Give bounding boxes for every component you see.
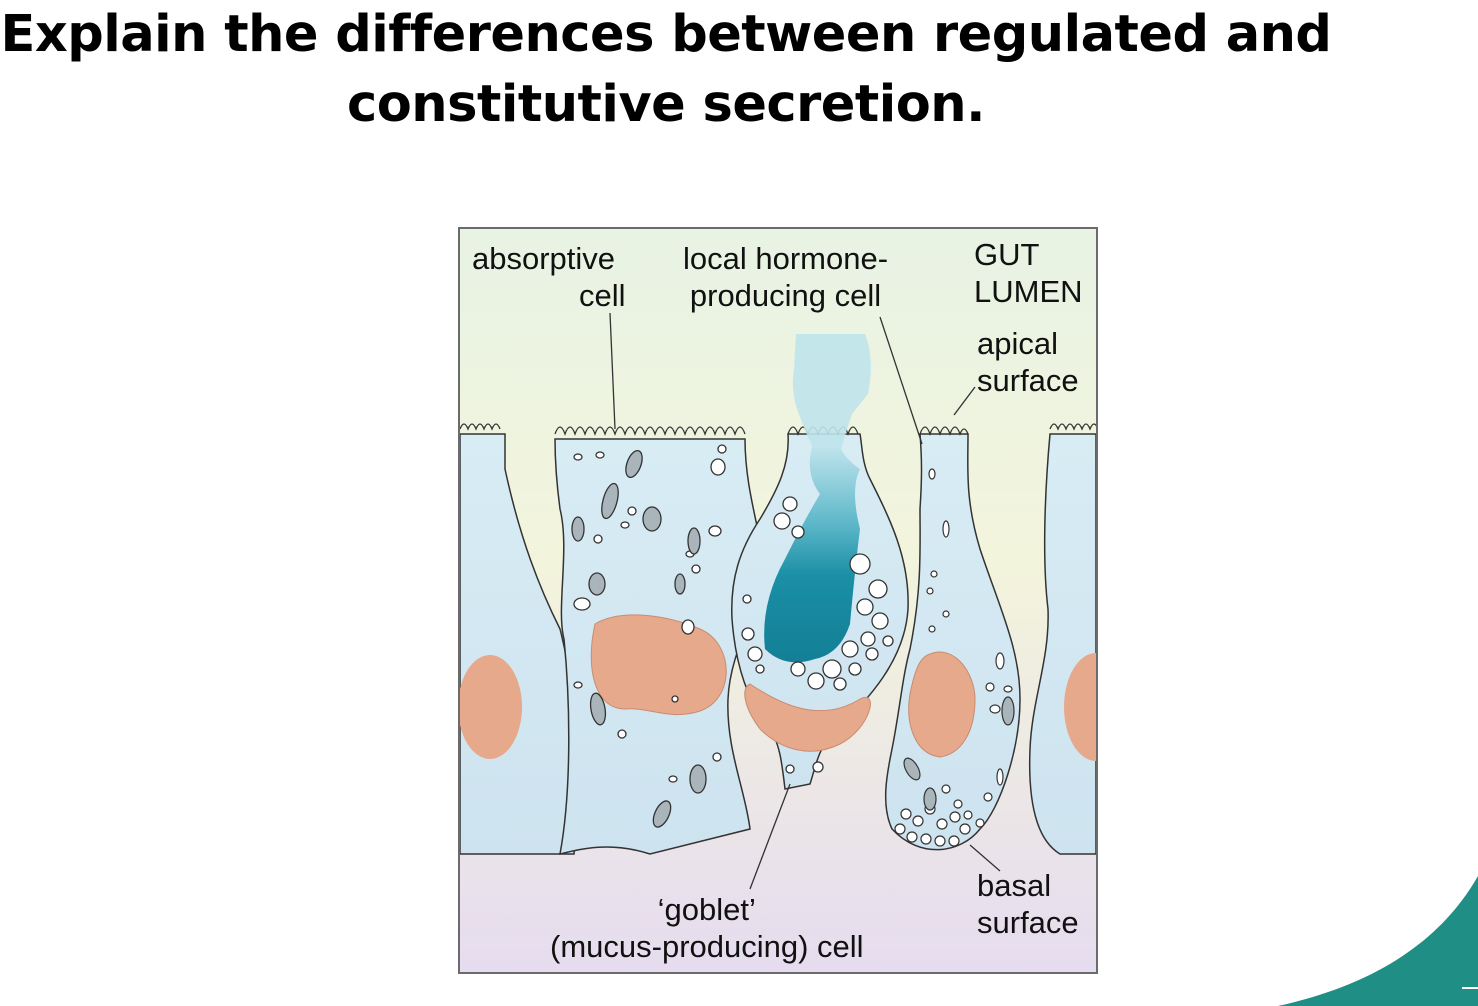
- nucleus-hormone: [908, 651, 976, 758]
- hormone-producing-cell: [884, 426, 1021, 851]
- label-basal-line2: surface: [977, 905, 1079, 940]
- mucus-release: [792, 334, 871, 454]
- title-line-2: constitutive secretion.: [347, 75, 985, 134]
- label-hormone-cell: local hormone- producing cell: [683, 240, 888, 314]
- label-goblet-cell: ‘goblet’ (mucus-producing) cell: [550, 891, 864, 965]
- goblet-cell: [731, 334, 909, 790]
- nucleus-goblet: [744, 683, 871, 752]
- right-edge-cell: [1028, 423, 1096, 855]
- label-apical-line1: apical: [977, 326, 1058, 361]
- nucleus-left-edge: [460, 655, 522, 759]
- label-absorptive-line1: absorptive: [472, 241, 616, 276]
- label-gut-lumen: GUT LUMEN: [974, 236, 1083, 310]
- label-goblet-line1: ‘goblet’: [657, 892, 756, 927]
- nucleus-absorptive: [590, 614, 727, 716]
- label-lumen-line1: GUT: [974, 237, 1040, 272]
- label-apical-surface: apical surface: [977, 325, 1079, 399]
- diagram-artwork: [460, 229, 1096, 972]
- label-apical-line2: surface: [977, 363, 1079, 398]
- leader-lines: [609, 312, 1001, 890]
- nucleus-right-edge: [1064, 653, 1096, 761]
- slide-title: Explain the differences between regulate…: [0, 0, 1332, 140]
- label-hormone-line1: local hormone-: [683, 241, 889, 276]
- corner-accent-shape: [1278, 876, 1478, 1006]
- mucus-granules: [764, 447, 860, 663]
- absorptive-cell: [554, 426, 766, 856]
- label-basal-line1: basal: [977, 868, 1052, 903]
- label-lumen-line2: LUMEN: [974, 274, 1083, 309]
- label-goblet-line2: (mucus-producing) cell: [550, 929, 864, 964]
- label-absorptive-line2: cell: [579, 278, 626, 313]
- label-hormone-line2: producing cell: [689, 278, 882, 313]
- label-absorptive-cell: absorptive cell: [472, 240, 626, 314]
- label-basal-surface: basal surface: [977, 867, 1079, 941]
- title-line-1: Explain the differences between regulate…: [0, 5, 1332, 64]
- gut-epithelium-diagram: absorptive cell local hormone- producing…: [458, 227, 1098, 974]
